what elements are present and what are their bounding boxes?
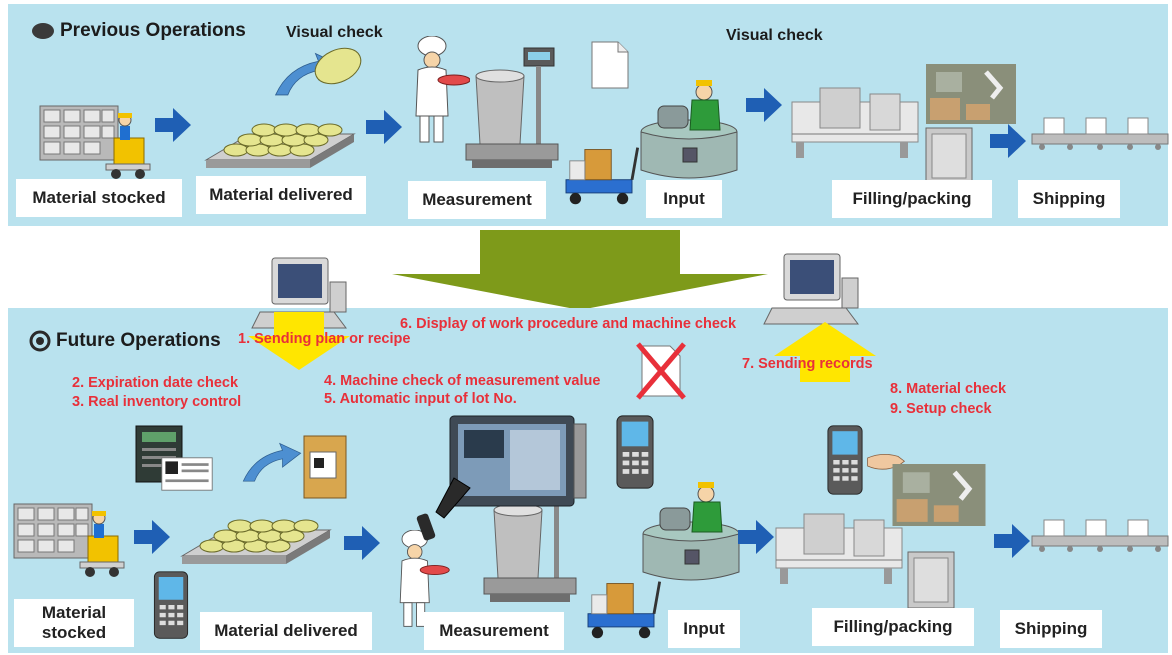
transition-arrow-icon [392,230,768,310]
barcode-label-icon [160,456,214,492]
future-heading-text: Future Operations [56,330,221,351]
barcode-scanner-icon [414,474,474,544]
conveyor-icon [1030,112,1170,152]
step-shipping: Shipping [1000,610,1102,648]
step-measurement: Measurement [424,612,564,650]
material-bag-icon [300,432,350,502]
flow-arrow-icon [738,520,774,554]
cabinet-icon [924,126,974,186]
robot-arm-icon [926,64,1016,124]
previous-operations-heading: Previous Operations [30,20,246,42]
conveyor-icon [1030,514,1170,554]
step-filling-packing: Filling/packing [812,608,974,646]
note-5: 5. Automatic input of lot No. [324,391,517,407]
material-bag-icon [314,47,362,85]
scale-icon [462,44,562,174]
warehouse-shelf-icon [10,498,130,578]
mixer-worker-icon [636,468,746,588]
visual-check-label-1: Visual check [286,24,383,41]
note-9: 9. Setup check [890,401,992,417]
step-measurement: Measurement [408,181,546,219]
step-material-stocked: Material stocked [16,179,182,217]
flow-arrow-icon [155,108,191,142]
note-2: 2. Expiration date check [72,375,239,391]
cabinet-icon [906,550,956,610]
cart-icon [556,142,642,208]
curved-arrow-icon [240,442,304,484]
material-tray-icon [200,104,360,184]
step-shipping: Shipping [1018,180,1120,218]
material-tray-icon [176,500,336,580]
step-input: Input [646,180,722,218]
note-1: 1. Sending plan or recipe [238,331,411,347]
packing-machine-icon [790,82,920,162]
step-filling-packing: Filling/packing [832,180,992,218]
oval-bullet-icon [32,23,54,39]
signal-arrow-down-icon [248,312,350,370]
double-circle-bullet-icon [29,330,51,352]
mixer-worker-icon [634,66,744,186]
flow-arrow-icon [344,526,380,560]
step-material-stocked: Material stocked [14,599,134,647]
note-3: 3. Real inventory control [72,394,242,410]
signal-arrow-up-icon [774,322,876,382]
warehouse-shelf-icon [36,100,156,180]
computer-icon [762,250,862,330]
packing-machine-icon [774,508,904,588]
handheld-scanner-icon [820,424,870,496]
future-operations-heading: Future Operations [28,330,221,352]
flow-arrow-icon [134,520,170,554]
chef-icon [410,36,470,146]
cross-mark-icon [636,342,686,400]
document-icon [590,40,630,90]
visual-check-label-2: Visual check [726,27,823,44]
step-material-delivered: Material delivered [200,612,372,650]
note-6: 6. Display of work procedure and machine… [400,316,737,332]
handheld-scanner-icon [146,570,196,640]
previous-heading-text: Previous Operations [60,20,246,41]
flow-arrow-icon [994,524,1030,558]
note-7: 7. Sending records [742,356,873,372]
flow-arrow-icon [746,88,782,122]
flow-arrow-icon [990,124,1026,158]
note-4: 4. Machine check of measurement value [324,373,601,389]
step-input: Input [668,610,740,648]
note-8: 8. Material check [890,381,1007,397]
flow-arrow-icon [366,110,402,144]
step-material-delivered: Material delivered [196,176,366,214]
